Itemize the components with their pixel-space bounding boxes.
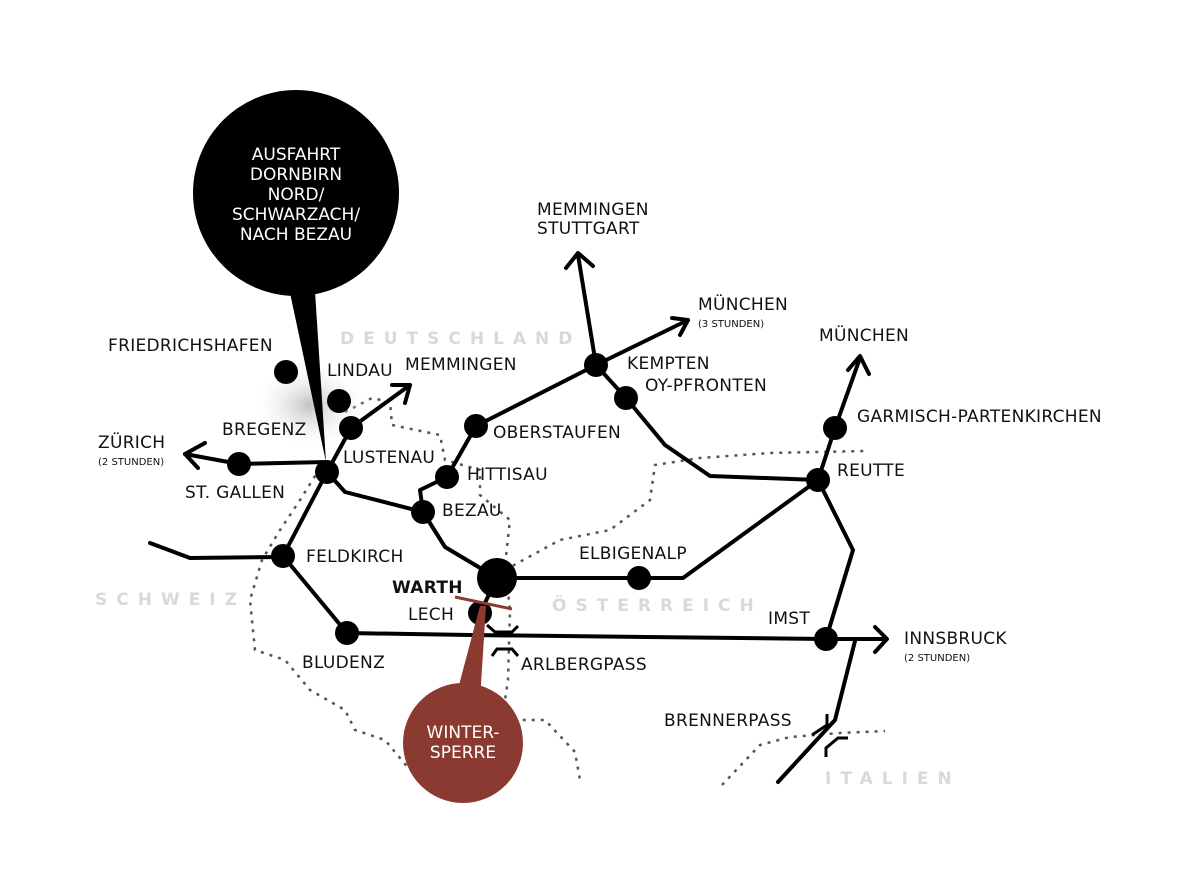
winter-closure-text: WINTER- SPERRE	[426, 723, 500, 763]
label-friedrichshafen: FRIEDRICHSHAFEN	[108, 336, 273, 356]
label-hittisau: HITTISAU	[467, 465, 548, 485]
label-st-gallen: ST. GALLEN	[185, 483, 286, 503]
label-bregenz: BREGENZ	[222, 420, 307, 440]
node-hittisau	[435, 465, 459, 489]
node-bregenz	[339, 416, 363, 440]
node-elbigenalp	[627, 566, 651, 590]
arrow-innsbruck	[873, 625, 889, 654]
arlberg-pass-icon	[486, 623, 520, 634]
winter-circle	[403, 683, 523, 803]
callout-circle	[193, 90, 399, 296]
label-innsbruck: INNSBRUCK	[904, 629, 1007, 649]
node-bezau	[411, 500, 435, 524]
road-reutte-imst	[816, 478, 855, 641]
brenner-pass-icon-2	[824, 736, 848, 757]
label-lustenau: LUSTENAU	[343, 448, 436, 468]
label-muenchen-1: MÜNCHEN	[698, 295, 789, 315]
label-elbigenalp: ELBIGENALP	[579, 544, 687, 564]
country-italien: ITALIEN	[825, 769, 961, 789]
arrow-memmingen-n	[564, 251, 595, 270]
road-warth-reutte	[495, 478, 820, 580]
label-innsbruck-time: (2 STUNDEN)	[904, 653, 971, 664]
border-de-at-east	[504, 449, 866, 572]
road-kempten-memmingen	[576, 253, 598, 367]
label-zurich: ZÜRICH	[98, 433, 166, 453]
winter-closure-bar	[454, 595, 513, 611]
arrow-memmingen-w	[390, 383, 412, 405]
road-brenner	[776, 639, 857, 784]
node-friedrichshafen	[274, 360, 298, 384]
road-zurich	[183, 452, 329, 466]
label-brennerpass: BRENNERPASS	[664, 711, 792, 731]
arrow-zurich	[183, 441, 207, 470]
node-reutte	[806, 468, 830, 492]
label-memmingen-north: MEMMINGEN	[537, 200, 649, 220]
label-imst: IMST	[768, 609, 811, 629]
country-deutschland: DEUTSCHLAND	[340, 329, 582, 349]
road-kempten-reutte	[594, 363, 820, 482]
winter-pointer	[455, 606, 486, 700]
node-warth	[477, 558, 517, 598]
label-muenchen-2: MÜNCHEN	[819, 326, 910, 346]
label-bludenz: BLUDENZ	[302, 653, 386, 673]
callout-pointer	[283, 260, 326, 462]
pass-symbols	[486, 623, 848, 757]
node-oy-pfronten	[614, 386, 638, 410]
node-feldkirch	[271, 544, 295, 568]
label-reutte: REUTTE	[837, 461, 906, 481]
country-borders	[248, 396, 886, 786]
label-lindau: LINDAU	[327, 361, 393, 381]
node-imst	[814, 627, 838, 651]
label-oy-pfronten: OY-PFRONTEN	[645, 376, 768, 396]
label-bezau: BEZAU	[442, 501, 502, 521]
label-feldkirch: FELDKIRCH	[306, 547, 404, 567]
country-schweiz: SCHWEIZ	[95, 590, 246, 610]
arrow-muenchen-1	[670, 316, 690, 337]
label-zurich-time: (2 STUNDEN)	[98, 457, 165, 468]
node-kempten	[584, 353, 608, 377]
border-at-it	[721, 729, 886, 786]
label-oberstaufen: OBERSTAUFEN	[493, 423, 622, 443]
label-garmisch: GARMISCH-PARTENKIRCHEN	[857, 407, 1102, 427]
label-memmingen-west: MEMMINGEN	[405, 355, 517, 375]
label-kempten: KEMPTEN	[627, 354, 710, 374]
node-bludenz	[335, 621, 359, 645]
road-bezau-kempten	[418, 318, 690, 514]
label-muenchen-1-time: (3 STUNDEN)	[698, 319, 765, 330]
border-de-at	[344, 396, 512, 701]
label-stuttgart: STUTTGART	[537, 219, 640, 239]
node-lindau	[327, 389, 351, 413]
callout-text: AUSFAHRT DORNBIRN NORD/ SCHWARZACH/ NACH…	[231, 145, 361, 245]
label-lech: LECH	[408, 605, 455, 625]
country-oesterreich: ÖSTERREICH	[552, 596, 763, 616]
town-nodes	[227, 353, 847, 651]
brenner-pass-icon	[811, 714, 829, 737]
road-feldkirch-west	[148, 541, 285, 560]
node-oberstaufen	[464, 414, 488, 438]
arlberg-pass-icon-2	[490, 647, 520, 657]
node-lustenau	[315, 460, 339, 484]
label-arlbergpass: ARLBERGPASS	[521, 655, 647, 675]
node-st-gallen	[227, 452, 251, 476]
node-garmisch	[823, 416, 847, 440]
label-warth: WARTH	[392, 578, 463, 598]
arrow-muenchen-2	[846, 354, 871, 376]
